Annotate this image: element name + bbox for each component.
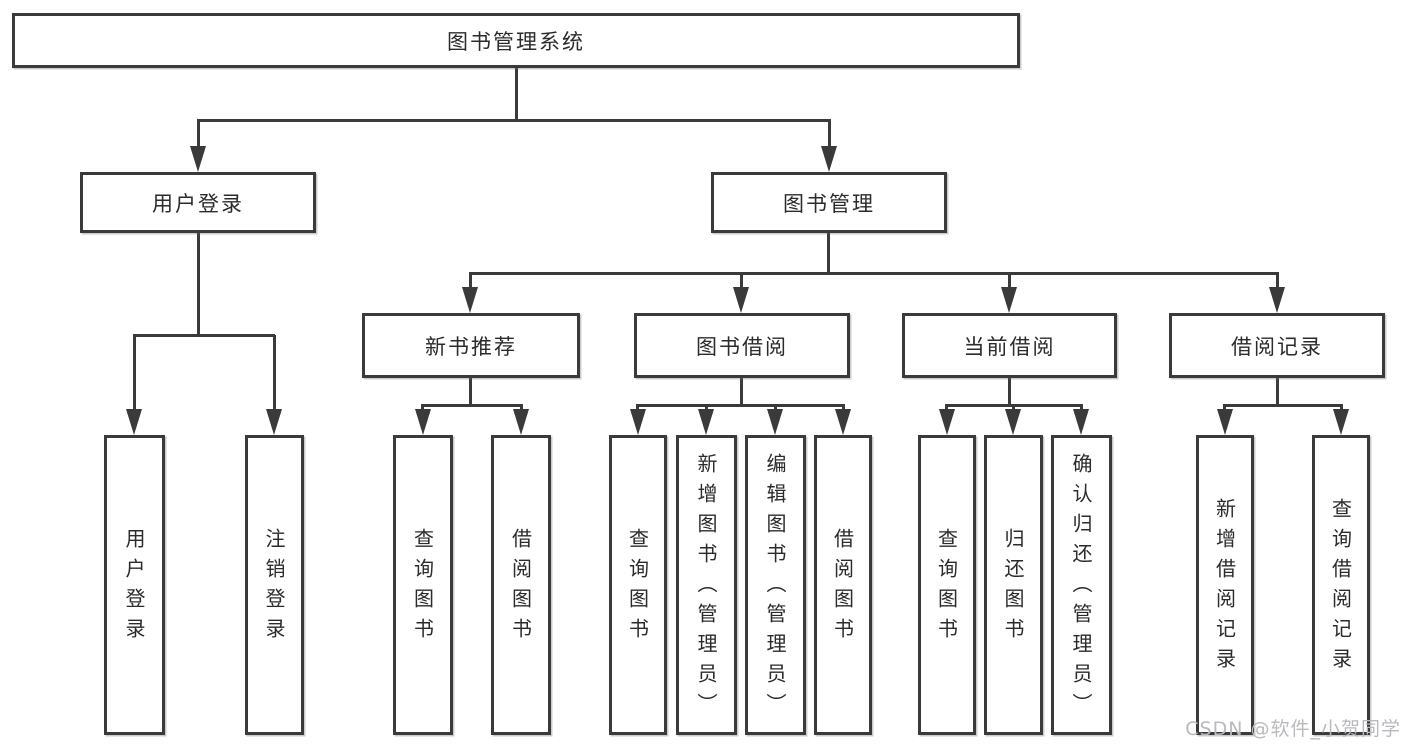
arrowhead-down-icon [767, 409, 783, 435]
connector-bookmgmt-drop-4 [1276, 273, 1279, 291]
connector-bookmgmt-stem [827, 233, 830, 274]
connector-root-stem [515, 68, 518, 121]
connector-userlogin-stem [197, 233, 200, 336]
leaf-add-borrow-record: 新增借阅记录 [1196, 435, 1254, 735]
connector-borrowing-bar [636, 404, 845, 407]
leaf-return-books: 归还图书 [984, 435, 1043, 735]
connector-recommend-bar [421, 404, 523, 407]
node-book-management: 图书管理 [711, 172, 947, 233]
node-user-login: 用户登录 [80, 172, 316, 233]
arrowhead-down-icon [513, 409, 529, 435]
connector-userlogin-bar [133, 334, 275, 337]
arrowhead-down-icon [266, 409, 282, 435]
arrowhead-down-icon [126, 409, 142, 435]
node-book-borrowing: 图书借阅 [634, 313, 850, 378]
arrowhead-down-icon [1217, 409, 1233, 435]
connector-bookmgmt-drop-2 [740, 273, 743, 291]
node-new-book-recommend: 新书推荐 [362, 313, 580, 378]
connector-recommend-stem [469, 378, 472, 407]
leaf-user-login: 用户登录 [104, 435, 165, 735]
arrowhead-down-icon [733, 287, 749, 313]
arrowhead-down-icon [1333, 409, 1349, 435]
connector-records-bar [1223, 404, 1343, 407]
node-root-library-system: 图书管理系统 [12, 13, 1020, 68]
leaf-query-books-current: 查询图书 [918, 435, 976, 735]
arrowhead-down-icon [630, 409, 646, 435]
arrowhead-down-icon [415, 409, 431, 435]
leaf-query-books-borrowing: 查询图书 [609, 435, 667, 735]
connector-userlogin-drop-right [273, 335, 276, 411]
leaf-logout: 注销登录 [245, 435, 304, 735]
connector-root-drop-left [197, 120, 200, 148]
csdn-watermark: CSDN @软件_小贺同学 [1185, 718, 1401, 740]
leaf-add-book-admin: 新增图书（管理员） [676, 435, 737, 735]
connector-borrowing-stem [740, 378, 743, 407]
arrowhead-down-icon [1269, 287, 1285, 313]
leaf-edit-book-admin: 编辑图书（管理员） [745, 435, 806, 735]
arrowhead-down-icon [835, 409, 851, 435]
arrowhead-down-icon [939, 409, 955, 435]
arrowhead-down-icon [1005, 409, 1021, 435]
leaf-query-books-recommend: 查询图书 [393, 435, 453, 735]
connector-userlogin-drop-left [133, 335, 136, 411]
leaf-query-borrow-record: 查询借阅记录 [1312, 435, 1370, 735]
node-borrowing-records: 借阅记录 [1169, 313, 1385, 378]
leaf-borrow-books-recommend: 借阅图书 [491, 435, 551, 735]
arrowhead-down-icon [1001, 287, 1017, 313]
arrowhead-down-icon [1073, 409, 1089, 435]
connector-bookmgmt-drop-3 [1008, 273, 1011, 291]
connector-root-bar [197, 119, 831, 122]
node-current-borrowing: 当前借阅 [902, 313, 1117, 378]
leaf-confirm-return-admin: 确认归还（管理员） [1051, 435, 1112, 735]
arrowhead-down-icon [821, 146, 837, 172]
leaf-borrow-books-borrowing: 借阅图书 [814, 435, 872, 735]
connector-current-stem [1008, 378, 1011, 407]
connector-root-drop-right [828, 120, 831, 148]
arrowhead-down-icon [698, 409, 714, 435]
arrowhead-down-icon [190, 146, 206, 172]
arrowhead-down-icon [462, 287, 478, 313]
connector-records-stem [1276, 378, 1279, 407]
connector-bookmgmt-bar [469, 272, 1279, 275]
connector-bookmgmt-drop-1 [469, 273, 472, 291]
